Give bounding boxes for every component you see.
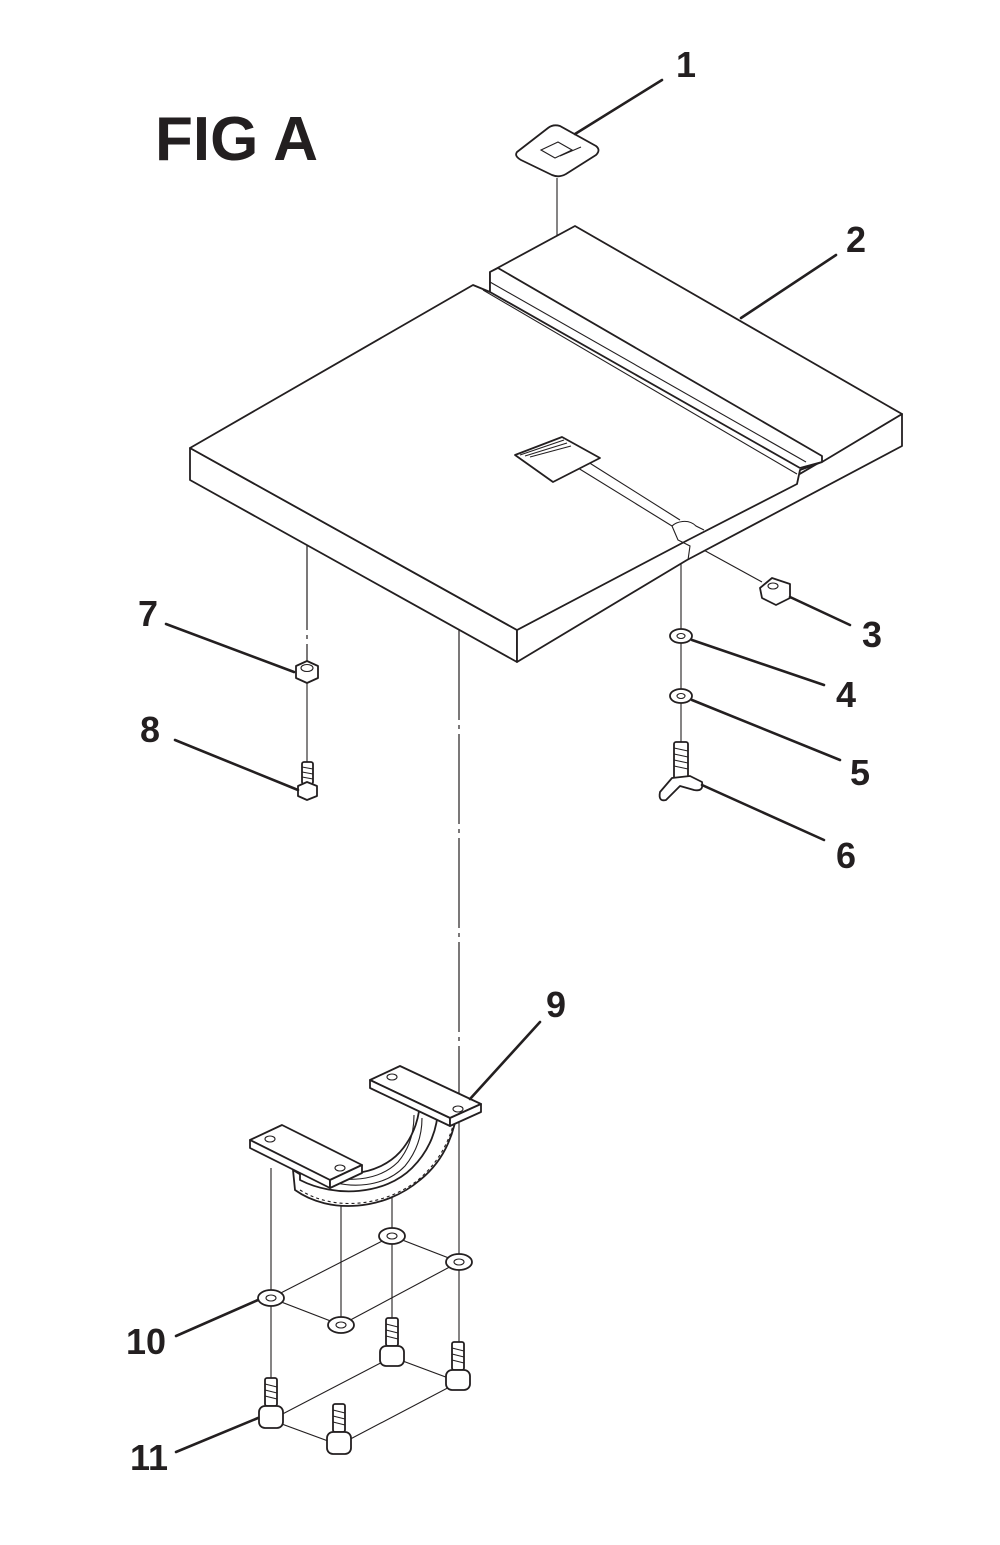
callout-4: 4 (836, 674, 856, 715)
clamp-centerline (699, 547, 763, 583)
callout-3: 3 (862, 614, 882, 655)
callout-labels: 1 2 3 4 5 6 7 8 9 10 11 (126, 44, 882, 1478)
washer-frame (269, 1235, 461, 1326)
leader-9 (468, 1020, 542, 1101)
washer-4 (669, 628, 693, 644)
leader-1 (573, 78, 664, 136)
callout-7: 7 (138, 593, 158, 634)
wing-bolt (658, 741, 704, 802)
leader-lines (164, 78, 852, 1454)
screw-set-11 (258, 1317, 471, 1455)
figure-title: FIG A (155, 105, 318, 174)
callout-10: 10 (126, 1321, 166, 1362)
carriage-bolt (297, 761, 318, 801)
screw-c (258, 1377, 284, 1429)
table-insert (515, 124, 600, 178)
screw-d (326, 1403, 352, 1455)
leader-7 (164, 622, 296, 674)
leader-4 (690, 638, 826, 687)
callout-1: 1 (676, 44, 696, 85)
leader-6 (700, 783, 826, 842)
leader-10 (174, 1298, 260, 1338)
leader-5 (690, 698, 842, 762)
leader-11 (174, 1416, 260, 1454)
washer-5 (669, 688, 693, 704)
hex-nut (295, 660, 319, 684)
assembly-lines (269, 178, 763, 1446)
callout-2: 2 (846, 219, 866, 260)
screw-b (445, 1341, 471, 1391)
saw-table (189, 225, 903, 663)
clamp-block (759, 577, 791, 606)
leader-2 (739, 253, 838, 320)
callout-6: 6 (836, 835, 856, 876)
callout-9: 9 (546, 984, 566, 1025)
leader-3 (788, 595, 852, 627)
callout-11: 11 (130, 1437, 168, 1478)
screw-frame (269, 1356, 461, 1446)
screw-a (379, 1317, 405, 1367)
trunnion-bracket (249, 1065, 482, 1207)
callout-5: 5 (850, 752, 870, 793)
leader-8 (173, 738, 300, 792)
washer-set-10 (257, 1227, 473, 1334)
callout-8: 8 (140, 709, 160, 750)
